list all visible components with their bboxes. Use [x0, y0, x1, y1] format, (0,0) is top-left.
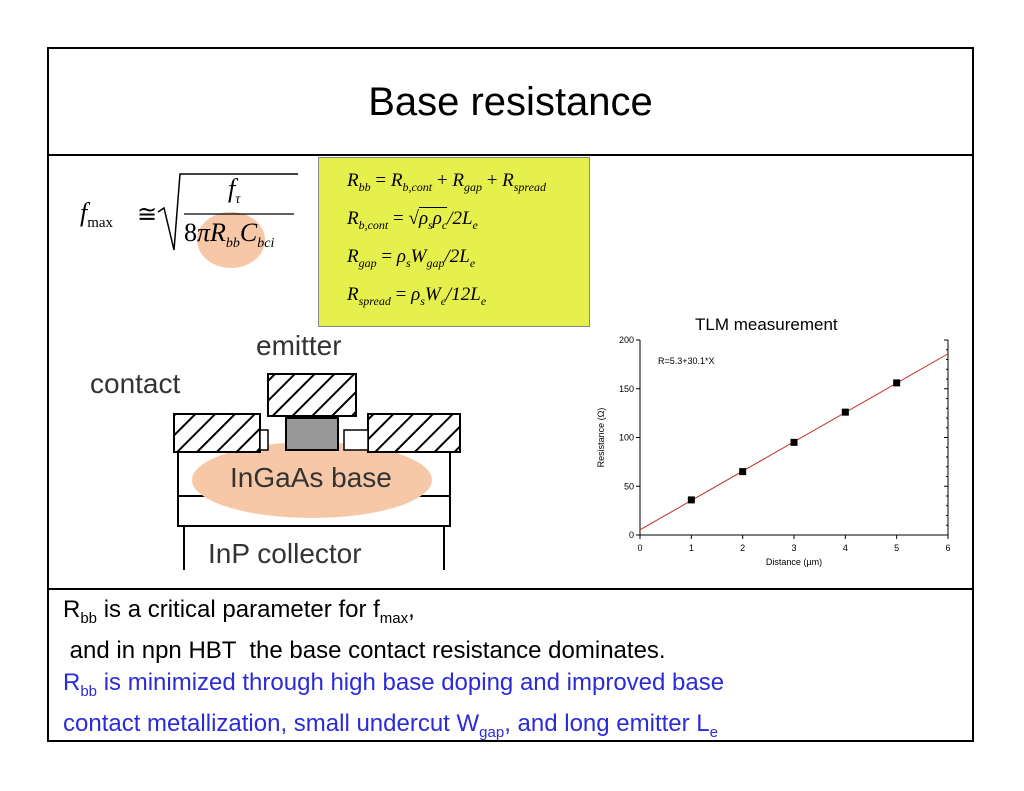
y-tick-label: 0	[629, 530, 634, 540]
summary-line-2: and in npn HBT the base contact resistan…	[63, 636, 666, 664]
x-tick-label: 5	[894, 543, 899, 553]
data-point	[790, 438, 798, 446]
data-point	[687, 496, 695, 504]
emitter-semiconductor	[285, 417, 339, 451]
chart-title: TLM measurement	[695, 315, 838, 334]
hbt-cross-section: emitter contact InGaAs base InP collecto…	[80, 330, 480, 575]
denominator: 8πRbbCbci	[184, 218, 274, 252]
fit-annotation: R=5.3+30.1*X	[658, 356, 715, 366]
x-tick-label: 4	[843, 543, 848, 553]
collector-label: InP collector	[208, 538, 362, 569]
equation-rbb: Rbb = Rb,cont + Rgap + Rspread	[347, 170, 546, 194]
fmax-formula: fmax ≅ fτ 8πRbbCbci	[80, 170, 310, 268]
data-point	[893, 379, 901, 387]
collector-walls	[183, 525, 445, 570]
data-point	[739, 468, 747, 476]
summary-divider	[47, 588, 974, 590]
y-tick-label: 50	[624, 481, 634, 491]
y-tick-label: 200	[619, 335, 634, 345]
emitter-contact	[267, 373, 357, 417]
base-highlight	[192, 442, 432, 518]
sqrt-symbol	[157, 173, 298, 251]
denom-8: 8	[184, 218, 197, 247]
fmax-lhs: f	[80, 198, 88, 227]
equation-rbcont: Rb,cont = √ρsρc/2Le	[347, 207, 478, 232]
equation-rspread: Rspread = ρsWe/12Le	[347, 284, 487, 308]
numerator: f	[228, 174, 236, 203]
x-tick-label: 1	[689, 543, 694, 553]
denom-pi: π	[197, 218, 211, 247]
equation-rgap: Rgap = ρsWgap/2Le	[347, 246, 476, 270]
y-axis-label: Resistance (Ω)	[596, 408, 606, 468]
data-point	[841, 408, 849, 416]
contact-label: contact	[90, 368, 181, 399]
x-tick-label: 6	[945, 543, 950, 553]
y-tick-label: 150	[619, 384, 634, 394]
emitter-label: emitter	[256, 330, 342, 361]
summary-line-1: Rbb is a critical parameter for fmax,	[63, 596, 415, 627]
base-label: InGaAs base	[230, 462, 392, 493]
slide-frame	[47, 47, 974, 742]
denom-c-sub: bci	[257, 236, 275, 252]
summary-line-3: Rbb is minimized through high base dopin…	[63, 668, 725, 700]
tlm-chart: 0 50 100 150 200 0 1 2 3 4 5 6 R=5.3+30.1*X Distance …	[596, 335, 951, 567]
slide-title: Base resistance	[368, 79, 653, 124]
denom-c: C	[239, 218, 258, 247]
x-tick-label: 3	[791, 543, 796, 553]
y-tick-label: 100	[619, 433, 634, 443]
title-divider	[47, 154, 974, 156]
denom-r: R	[210, 218, 226, 247]
equations-box: Rbb = Rb,cont + Rgap + Rspread Rb,cont =…	[318, 157, 590, 327]
x-axis-label: Distance (µm)	[766, 557, 822, 567]
right-base-contact	[367, 413, 461, 453]
summary-line-4: contact metallization, small undercut Wg…	[63, 709, 718, 741]
left-base-contact	[173, 413, 261, 453]
fmax-lhs-sub: max	[87, 215, 114, 232]
x-tick-label: 0	[637, 543, 642, 553]
approx-sign: ≅	[137, 202, 158, 228]
numerator-sub: τ	[235, 192, 241, 208]
summary-text: Rbb is a critical parameter for fmax, an…	[63, 594, 963, 748]
formula-highlight	[197, 212, 265, 268]
denom-r-sub: bb	[225, 236, 240, 252]
x-tick-label: 2	[740, 543, 745, 553]
